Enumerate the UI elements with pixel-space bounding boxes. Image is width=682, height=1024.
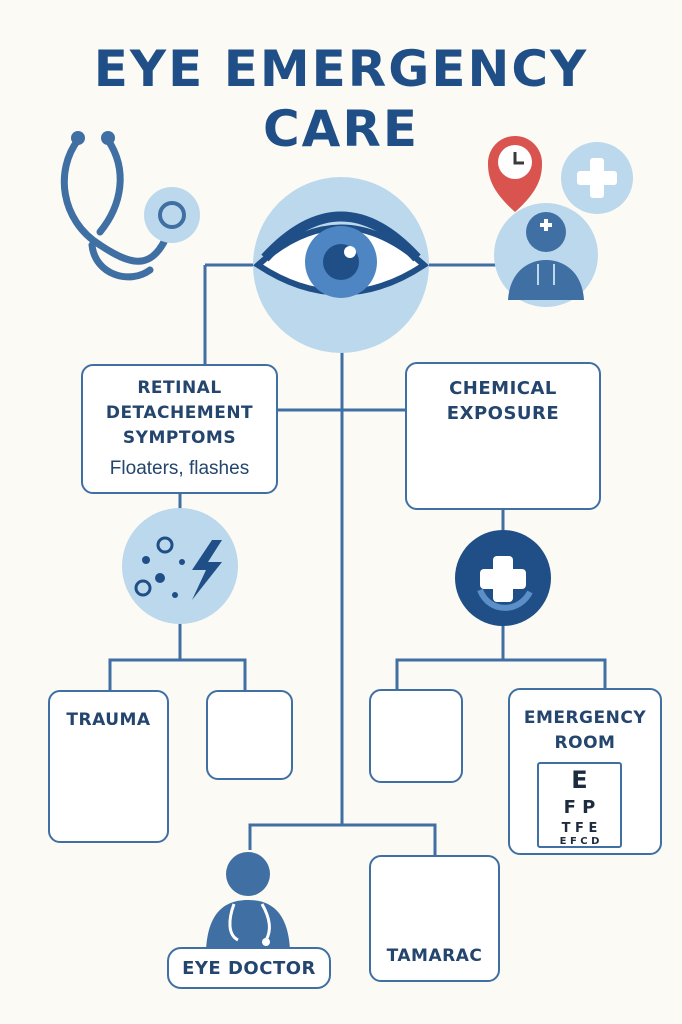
chemical-exposure-box — [405, 362, 601, 510]
chemical-title-line-2: EXPOSURE — [446, 403, 560, 424]
retinal-title-line-2: DETACHEMENT — [105, 403, 254, 423]
medical-cross-icon — [561, 142, 633, 214]
retinal-detachment-box — [81, 364, 278, 494]
emergency-room-line-2: ROOM — [554, 733, 616, 753]
sports-injury-box — [206, 690, 293, 780]
clock-pin-icon — [488, 136, 542, 212]
emergency-room-line-1: EMERGENCY — [523, 708, 647, 728]
chemical-title-line-1: CHEMICAL — [449, 378, 557, 399]
floaters-flashes-icon — [122, 508, 238, 624]
retinal-title-line-3: SYMPTOMS — [122, 428, 237, 448]
emergency-room-box — [508, 688, 662, 855]
title-line-2: CARE — [262, 100, 420, 158]
eye-doctor-icon — [206, 852, 290, 950]
trauma-label: TRAUMA — [66, 710, 151, 730]
eye-doctor-label: EYE DOCTOR — [182, 958, 316, 979]
eye-chart-row-3: T F E — [561, 821, 598, 836]
eye-icon — [253, 177, 429, 353]
location-box — [369, 855, 500, 982]
eye-chart-row-1: E — [571, 766, 588, 794]
retinal-title-line-1: RETINAL — [137, 378, 222, 398]
location-label: TAMARAC — [386, 946, 483, 966]
first-aid-kit-box — [369, 689, 463, 783]
stethoscope-icon — [60, 131, 200, 281]
doctor-avatar-icon — [494, 203, 598, 307]
first-aid-icon — [455, 530, 551, 626]
title-line-1: EYE EMERGENCY — [93, 40, 589, 98]
retinal-symptoms-detail: Floaters, flashes — [109, 458, 250, 479]
connector-lines — [108, 263, 607, 855]
eye-chart — [537, 762, 622, 848]
eye-chart-row-4: E F C D — [559, 836, 600, 847]
eye-chart-row-2: F P — [563, 797, 596, 818]
trauma-box — [48, 690, 169, 843]
eye-doctor-box — [167, 947, 331, 989]
